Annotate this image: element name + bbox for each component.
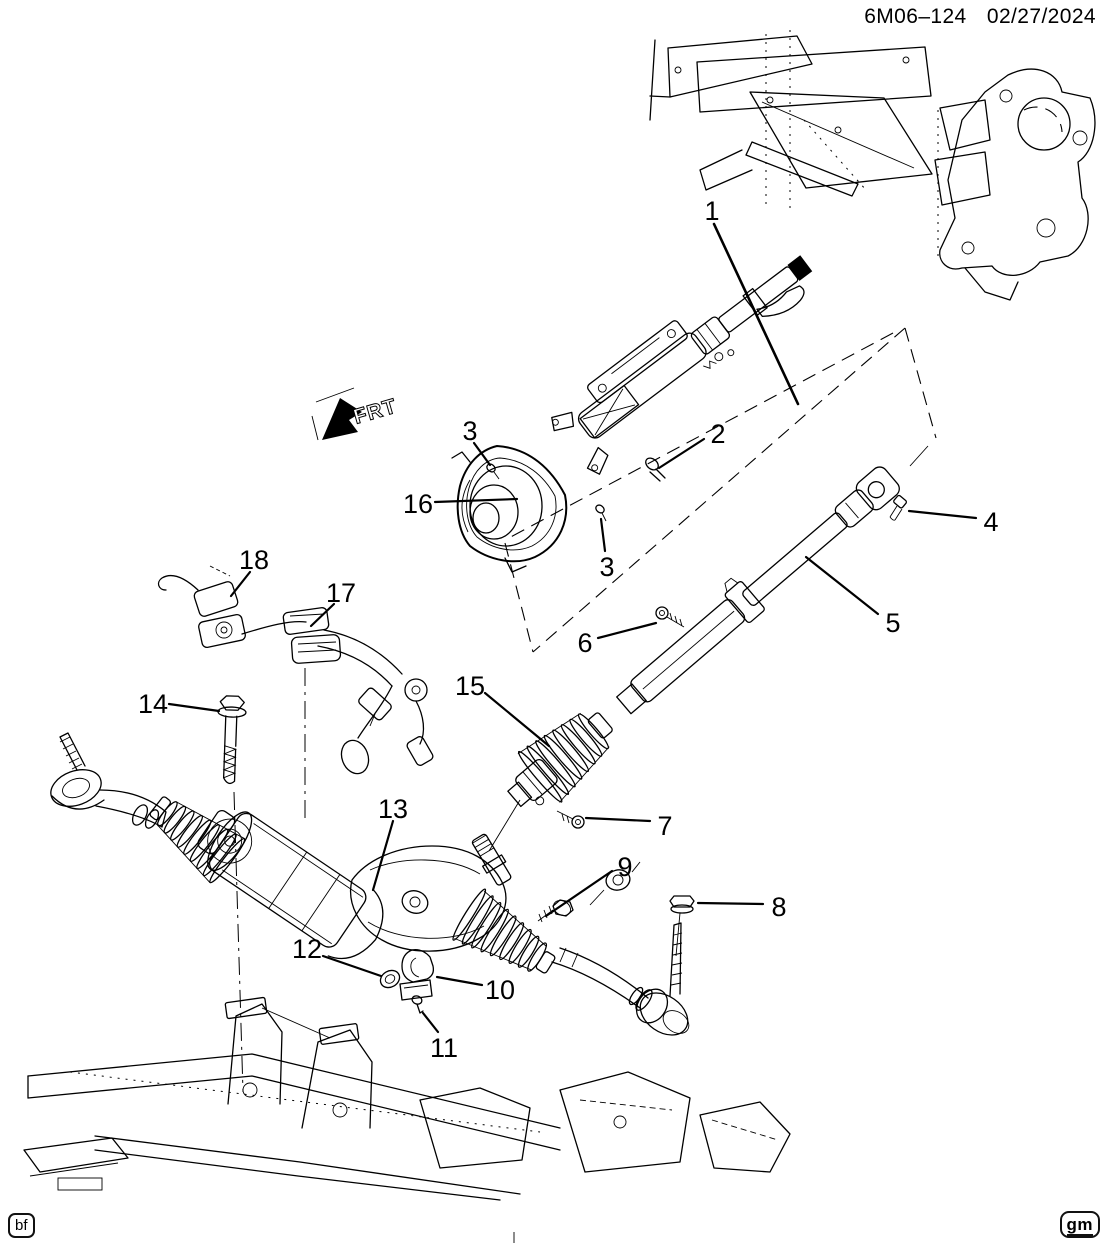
callout-number-4: 4 bbox=[983, 507, 998, 537]
left-tie-rod-end bbox=[50, 732, 167, 829]
eps-motor bbox=[197, 810, 384, 960]
callout-number-10: 10 bbox=[485, 975, 515, 1005]
callout-number-13: 13 bbox=[378, 794, 408, 824]
callout-leader-14 bbox=[167, 702, 221, 713]
callout-leader-8 bbox=[696, 901, 765, 906]
bf-label: bf bbox=[15, 1217, 28, 1234]
callout-number-1: 1 bbox=[704, 196, 719, 226]
callout-leader-9 bbox=[544, 869, 614, 918]
sheet-number: 6M06–124 bbox=[864, 5, 967, 28]
callout-leader-13 bbox=[371, 819, 395, 892]
callout-leader-16 bbox=[433, 497, 519, 504]
callout-leader-5 bbox=[804, 555, 880, 616]
callout-number-12: 12 bbox=[292, 934, 322, 964]
frt-label: FRT bbox=[351, 395, 399, 429]
callout-leader-7 bbox=[584, 816, 652, 823]
sheet-header: 6M06–124 02/27/2024 bbox=[850, 5, 1096, 29]
callout-number-2: 2 bbox=[710, 419, 725, 449]
callout-leader-1 bbox=[712, 222, 800, 406]
callout-leader-3 bbox=[472, 441, 492, 467]
bolt-align-line bbox=[233, 791, 244, 1093]
wiring-harness-art bbox=[157, 565, 434, 820]
callout-number-17: 17 bbox=[326, 578, 356, 608]
bf-corner-mark: bf bbox=[8, 1213, 35, 1238]
right-tie-rod-end bbox=[551, 922, 690, 1036]
callout-leader-17 bbox=[309, 602, 336, 628]
callout-leader-15 bbox=[483, 691, 551, 748]
callout-number-18: 18 bbox=[239, 545, 269, 575]
callout-number-11: 11 bbox=[430, 1033, 458, 1063]
callout-leader-2 bbox=[657, 437, 706, 470]
callout-number-14: 14 bbox=[138, 689, 168, 719]
callout-number-3: 3 bbox=[599, 552, 614, 582]
upper-subframe-art bbox=[649, 30, 933, 210]
knuckle-art bbox=[934, 68, 1096, 301]
callout-leader-11 bbox=[421, 1011, 440, 1034]
callout-number-5: 5 bbox=[885, 608, 900, 638]
callout-number-7: 7 bbox=[657, 811, 672, 841]
shaft-align-line bbox=[488, 799, 521, 852]
lower-subframe-art bbox=[23, 996, 791, 1243]
retainer-bracket bbox=[399, 949, 435, 1001]
callout-number-6: 6 bbox=[577, 628, 592, 658]
callout-number-8: 8 bbox=[771, 892, 786, 922]
mount-bolt-14 bbox=[217, 695, 247, 785]
callout-leader-3 bbox=[599, 517, 607, 553]
callout-number-16: 16 bbox=[403, 489, 433, 519]
right-bellows bbox=[452, 888, 556, 974]
callout-number-15: 15 bbox=[455, 671, 485, 701]
callout-number-3: 3 bbox=[462, 416, 477, 446]
callout-leader-18 bbox=[229, 570, 252, 598]
frt-arrow-icon bbox=[322, 398, 362, 440]
left-bellows bbox=[149, 796, 246, 884]
phantom-lines bbox=[504, 327, 937, 653]
callout-number-9: 9 bbox=[617, 852, 632, 882]
intermediate-shaft-art bbox=[507, 466, 900, 808]
frt-marker: FRT bbox=[311, 387, 400, 441]
gm-label: gm bbox=[1066, 1215, 1093, 1236]
shaft-boot-art bbox=[517, 712, 613, 803]
steering-column-art bbox=[551, 255, 813, 475]
callout-leader-6 bbox=[596, 621, 658, 640]
callout-leader-12 bbox=[321, 954, 383, 978]
callout-leader-4 bbox=[907, 509, 978, 520]
pinion-input bbox=[471, 833, 512, 886]
callout-leader-10 bbox=[435, 975, 484, 987]
fasteners bbox=[379, 457, 907, 1014]
sheet-date: 02/27/2024 bbox=[986, 5, 1096, 28]
boot-seal-art bbox=[451, 445, 568, 573]
steering-gear-art bbox=[50, 732, 690, 1036]
gm-logo: gm bbox=[1059, 1211, 1100, 1238]
